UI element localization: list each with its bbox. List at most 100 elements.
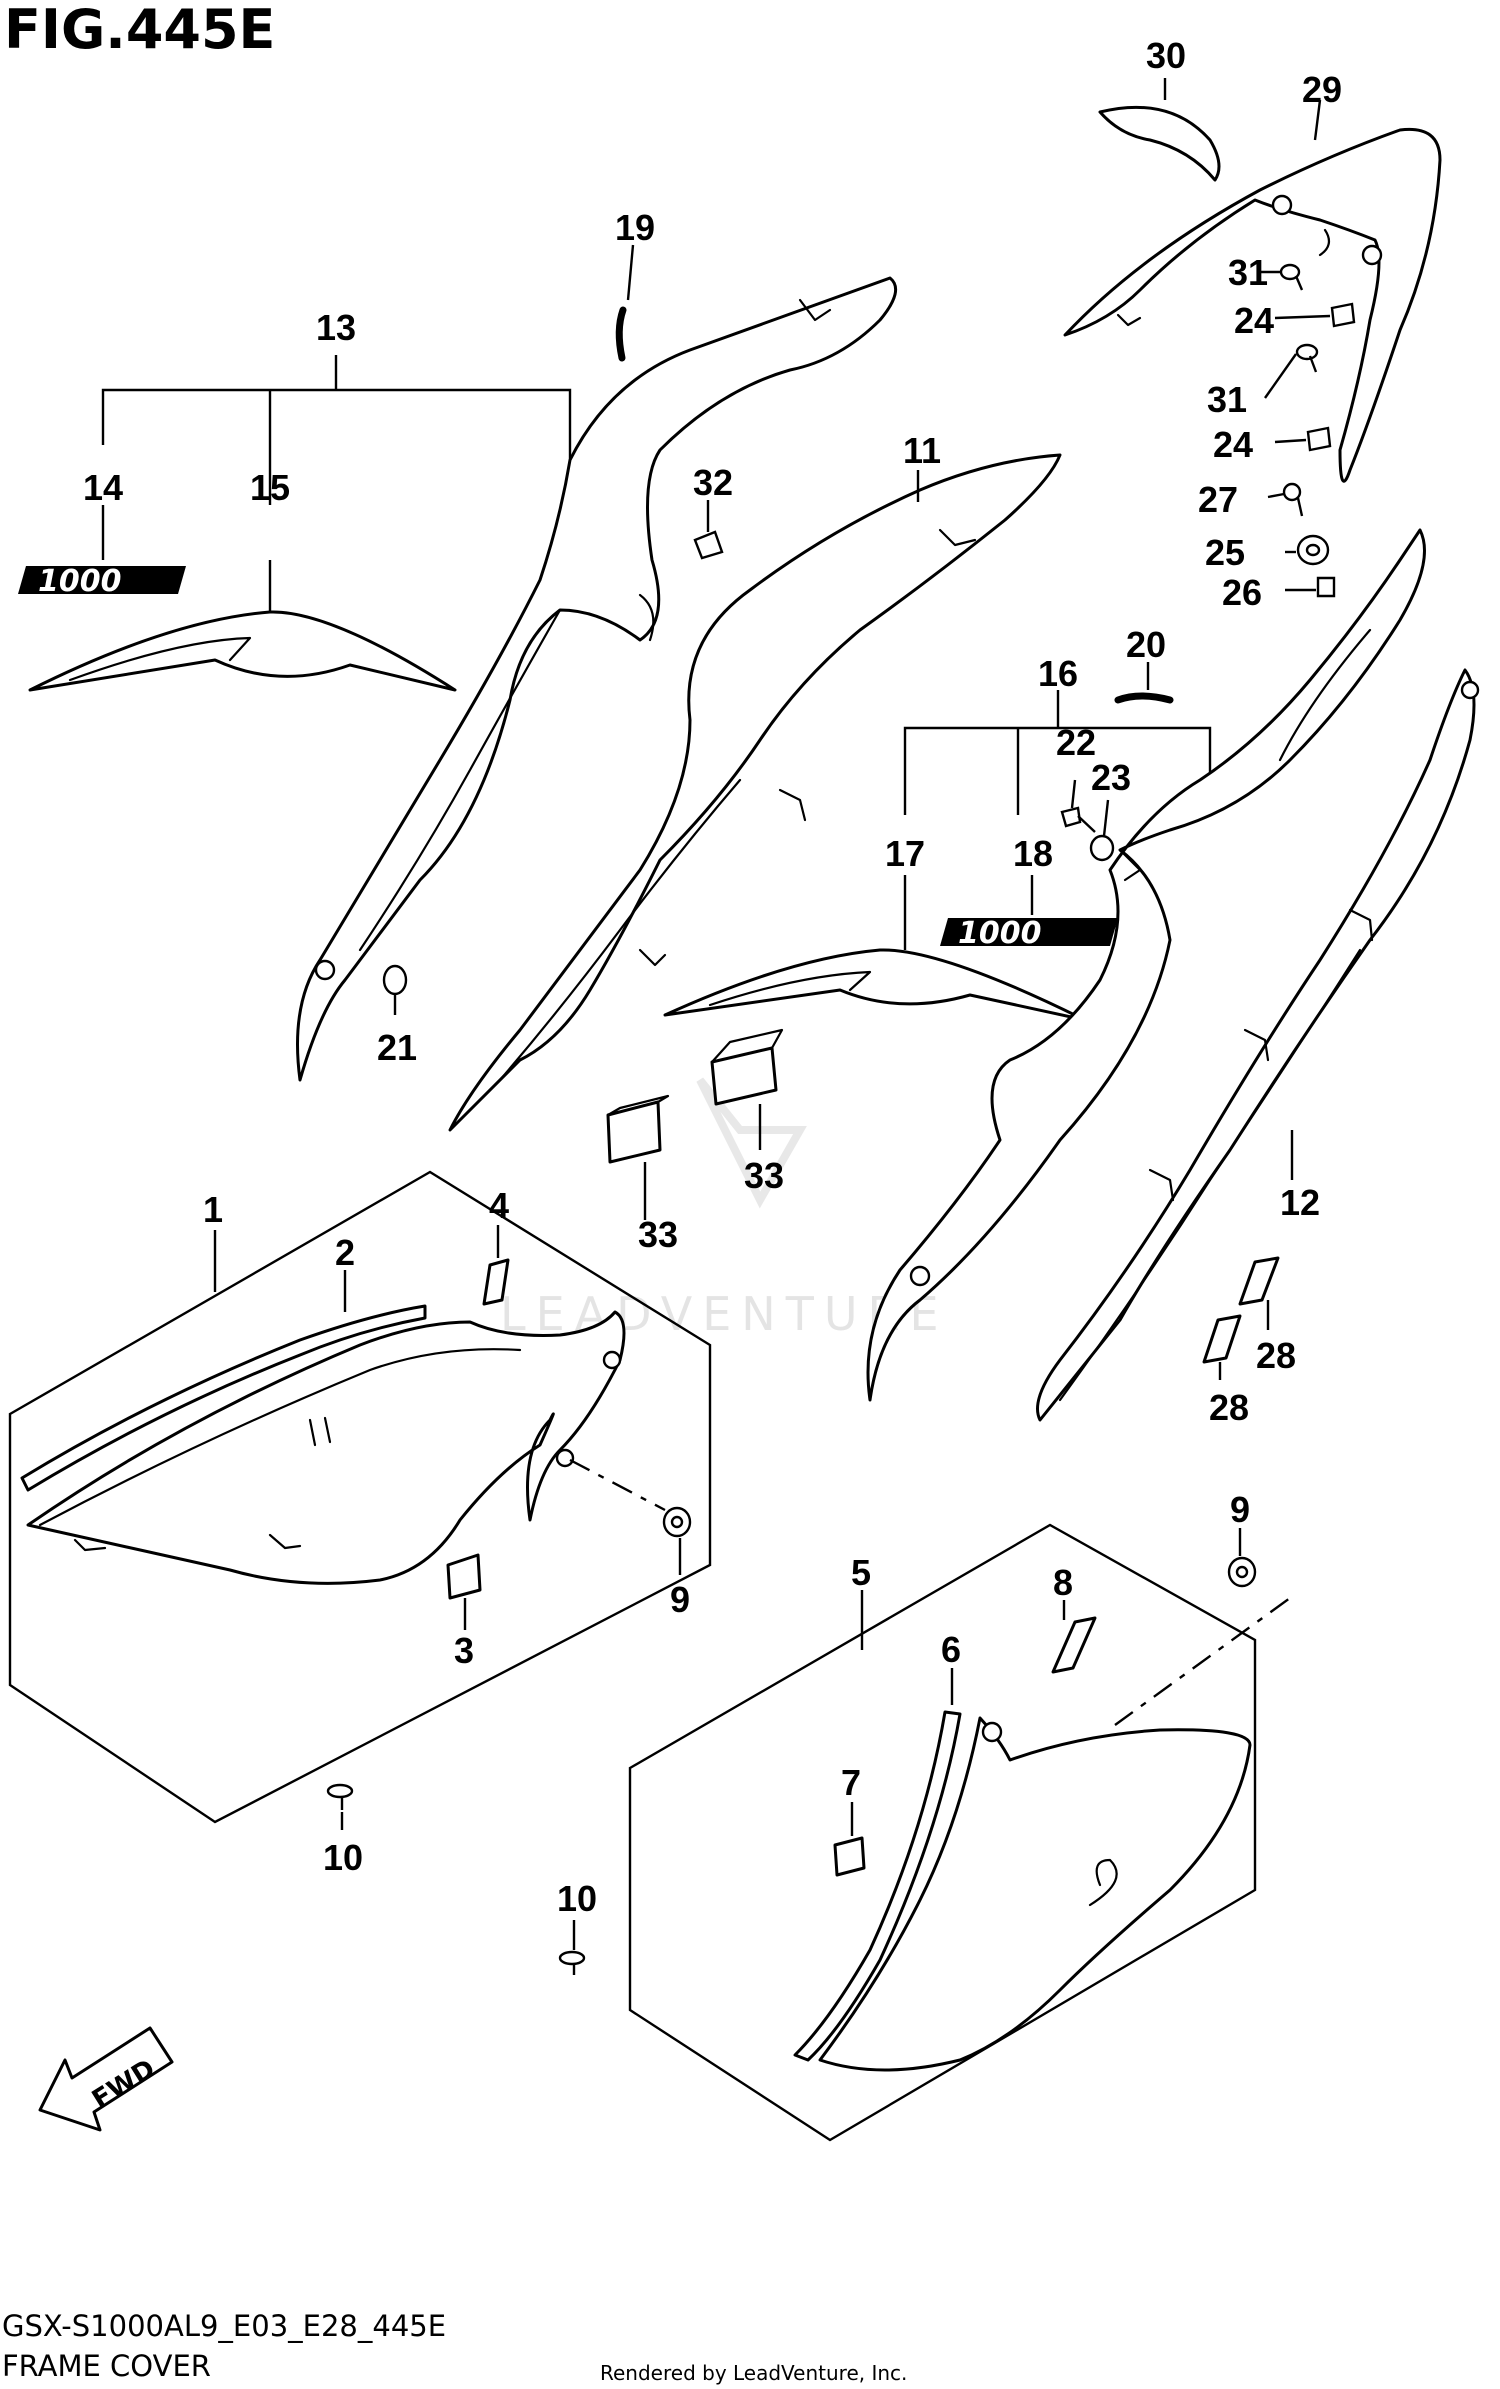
leader-24a bbox=[1274, 314, 1331, 320]
callout-5: 5 bbox=[851, 1552, 871, 1593]
part-2-trim bbox=[20, 1304, 427, 1492]
part-6-strip bbox=[793, 1710, 962, 2062]
callout-4: 4 bbox=[489, 1185, 509, 1226]
part-13-group: 1000 bbox=[18, 355, 572, 692]
part-1-tabs bbox=[73, 1533, 302, 1552]
part-28-pad-a bbox=[1238, 1256, 1280, 1306]
part-11-body bbox=[448, 453, 1062, 1132]
connector-1-9 bbox=[569, 1458, 666, 1512]
callout-29: 29 bbox=[1302, 69, 1342, 110]
emblem-1000-part-18: 1000 bbox=[940, 916, 1118, 951]
callout-30: 30 bbox=[1146, 35, 1186, 76]
part-5-cover-notch bbox=[1088, 1858, 1118, 1907]
part-1-group bbox=[8, 1170, 712, 1824]
callout-1: 1 bbox=[203, 1189, 223, 1230]
part-29-hole-2 bbox=[1361, 244, 1383, 266]
rear-cowl-right bbox=[866, 528, 1426, 1402]
part-16-group: 1000 bbox=[663, 690, 1212, 1022]
part-29-edge bbox=[1318, 228, 1331, 257]
part-9-grommet-a-hole bbox=[670, 1515, 684, 1529]
bracket-16 bbox=[903, 726, 1212, 815]
part-29-hole bbox=[1271, 194, 1293, 216]
part-10-rivet-a bbox=[326, 1783, 354, 1799]
part-27-shank bbox=[1296, 497, 1304, 517]
section-name: FRAME COVER bbox=[2, 2349, 211, 2383]
part-5-cover-body bbox=[818, 1716, 1252, 2072]
rear-cowl-left-edge bbox=[358, 608, 562, 952]
part-3-pad bbox=[446, 1553, 482, 1600]
leader-23 bbox=[1102, 799, 1110, 837]
callout-6: 6 bbox=[941, 1629, 961, 1670]
fwd-arrow-icon bbox=[38, 2026, 174, 2132]
callout-8: 8 bbox=[1053, 1562, 1073, 1603]
leader-27 bbox=[1267, 492, 1285, 499]
callout-2: 2 bbox=[335, 1232, 355, 1273]
callout-14: 14 bbox=[83, 467, 123, 508]
emblem-text: 1000 bbox=[38, 564, 122, 599]
callout-13: 13 bbox=[316, 307, 356, 348]
part-28-pad-b bbox=[1202, 1314, 1242, 1364]
callout-33-left: 33 bbox=[638, 1214, 678, 1255]
decal-15-shape bbox=[28, 610, 457, 692]
rear-cowl-left-hole bbox=[314, 959, 336, 981]
callout-31-top: 31 bbox=[1228, 252, 1268, 293]
emblem-text-2: 1000 bbox=[958, 916, 1042, 951]
callout-18: 18 bbox=[1013, 833, 1053, 874]
part-11-tab2 bbox=[778, 788, 807, 822]
part-5-group bbox=[628, 1523, 1257, 2142]
part-19-clip bbox=[615, 306, 627, 362]
part-33-pad-b-top bbox=[710, 1028, 784, 1064]
part-24-nut-a bbox=[1330, 302, 1356, 328]
part-21-grommet bbox=[382, 964, 408, 996]
callout-10-left: 10 bbox=[323, 1837, 363, 1878]
part-33-pad-a bbox=[606, 1100, 662, 1164]
decal-17-shape bbox=[663, 948, 1087, 1022]
part-9-grommet-b-hole bbox=[1235, 1565, 1249, 1579]
callout-7: 7 bbox=[841, 1762, 861, 1803]
callout-23: 23 bbox=[1091, 757, 1131, 798]
part-12-side-cover bbox=[1036, 668, 1480, 1422]
callout-labels: 1 2 3 4 5 6 7 8 9 9 10 10 11 12 13 14 15… bbox=[83, 35, 1342, 1919]
watermark-logo-icon bbox=[696, 1077, 807, 1209]
part-29-tab bbox=[1116, 313, 1142, 327]
leader-31b bbox=[1264, 353, 1297, 399]
part-31-screw-a bbox=[1279, 263, 1301, 281]
part-8-pad bbox=[1051, 1616, 1097, 1674]
rear-cowl-right-tab bbox=[1118, 848, 1142, 882]
part-1-hole bbox=[602, 1350, 622, 1370]
callout-28-left: 28 bbox=[1209, 1387, 1249, 1428]
part-11-tab bbox=[938, 528, 977, 547]
callout-12: 12 bbox=[1280, 1182, 1320, 1223]
part-31-shank-b bbox=[1308, 355, 1318, 373]
callout-24-top: 24 bbox=[1234, 300, 1274, 341]
callout-16: 16 bbox=[1038, 653, 1078, 694]
connector-5-9 bbox=[1114, 1597, 1291, 1726]
part-11-tab3 bbox=[638, 948, 667, 967]
callout-11: 11 bbox=[903, 430, 941, 471]
part-24-nut-b bbox=[1306, 426, 1332, 452]
part-12-hole bbox=[1460, 680, 1480, 700]
part-5-hole bbox=[981, 1721, 1003, 1743]
part-1-cover-body bbox=[26, 1310, 626, 1585]
part-31-screw-b bbox=[1295, 343, 1319, 361]
rear-cowl-left-tab bbox=[798, 298, 832, 322]
rear-cowl-left-tab2 bbox=[638, 593, 655, 642]
part-11-edge bbox=[498, 778, 742, 1082]
callout-17: 17 bbox=[885, 833, 925, 874]
figure-title: FIG.445E bbox=[4, 0, 275, 61]
callout-3: 3 bbox=[454, 1630, 474, 1671]
part-1-cover-edge bbox=[38, 1348, 522, 1527]
callout-33-right: 33 bbox=[744, 1155, 784, 1196]
part-1-slots bbox=[308, 1416, 332, 1447]
callout-24-bottom: 24 bbox=[1213, 424, 1253, 465]
callout-19: 19 bbox=[615, 207, 655, 248]
part-12-tab3 bbox=[1148, 1168, 1175, 1202]
callout-32: 32 bbox=[693, 462, 733, 503]
part-33-pad-b bbox=[710, 1046, 778, 1106]
part-1-box bbox=[8, 1170, 712, 1824]
part-20-clip bbox=[1114, 692, 1174, 704]
part-30-seal bbox=[1098, 105, 1221, 182]
callout-25: 25 bbox=[1205, 532, 1245, 573]
